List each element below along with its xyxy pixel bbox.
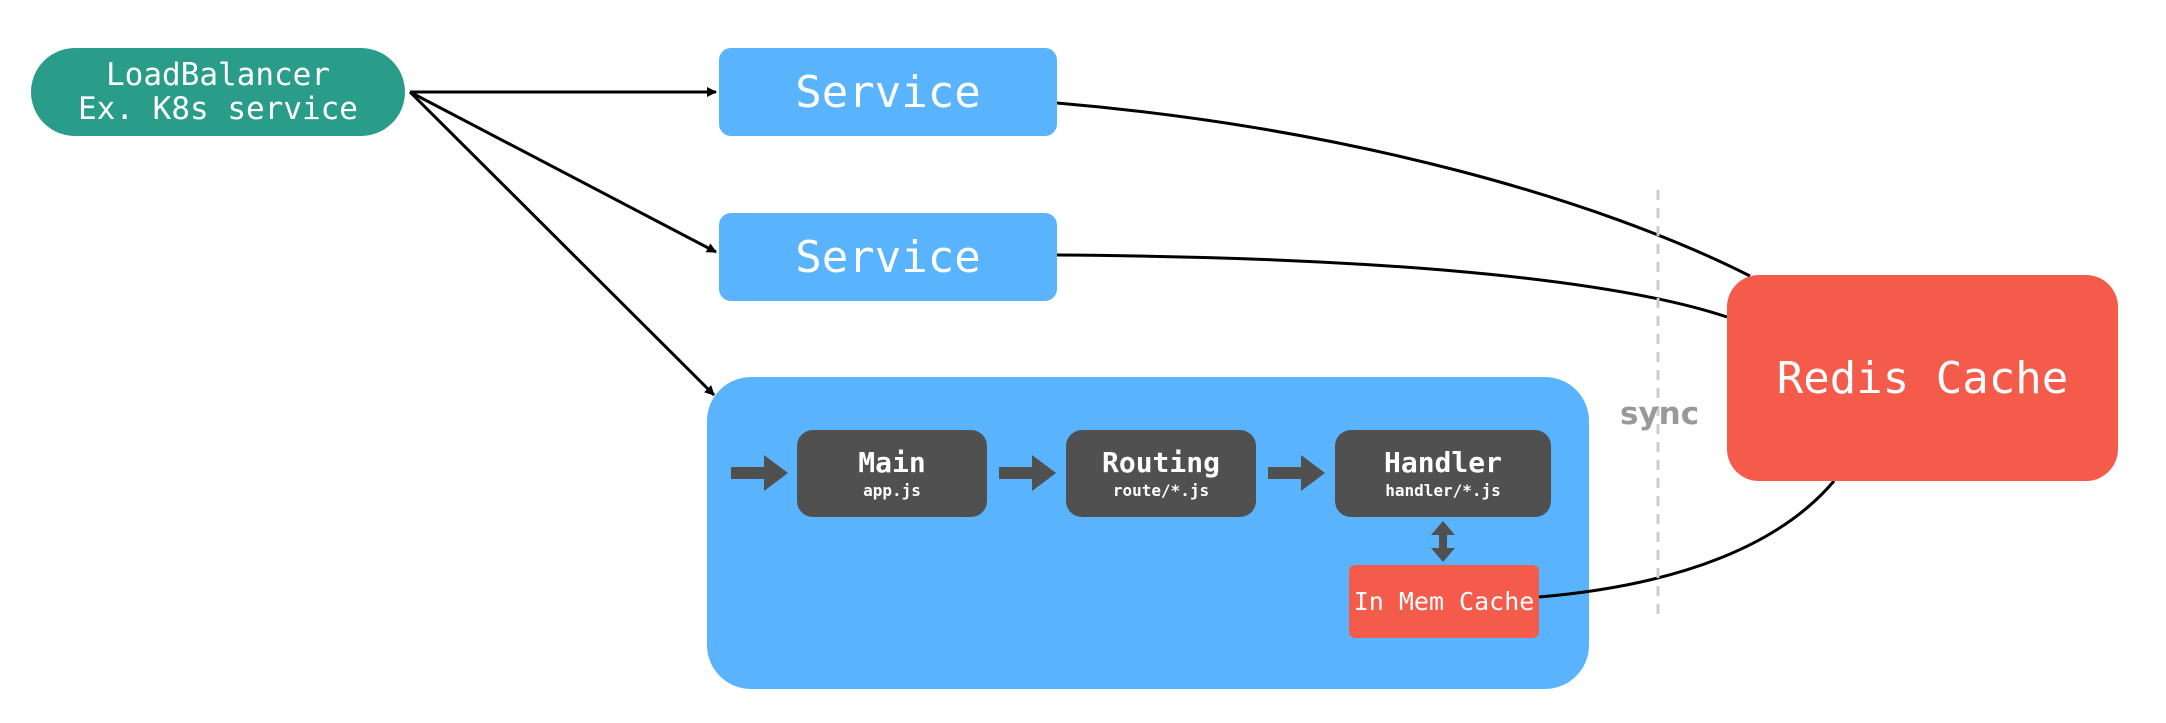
step-file: app.js — [863, 480, 921, 500]
routing-to-handler-arrow-icon — [1268, 455, 1325, 491]
main-to-routing-arrow-icon — [999, 455, 1056, 491]
redis-cache-node: Redis Cache — [1727, 275, 2118, 481]
load-balancer-node: LoadBalancer Ex. K8s service — [31, 48, 405, 136]
step-title: Main — [858, 445, 926, 479]
load-balancer-title: LoadBalancer — [106, 57, 330, 93]
step-file: route/*.js — [1112, 480, 1210, 500]
entry-arrow-icon — [731, 455, 788, 491]
pipeline-step-handler: Handler handler/*.js — [1335, 430, 1551, 517]
service-node-1: Service — [719, 48, 1057, 136]
pipeline-step-routing: Routing route/*.js — [1066, 430, 1256, 517]
step-file: handler/*.js — [1385, 480, 1501, 500]
link-service-1-redis — [1056, 101, 1751, 278]
step-title: Handler — [1383, 445, 1502, 479]
step-title: Routing — [1101, 445, 1220, 479]
arrow-lb-to-service-container — [408, 90, 716, 397]
link-service-2-redis — [1056, 253, 1728, 319]
arrow-lb-to-service-2 — [409, 90, 717, 254]
link-inmem-redis — [1538, 480, 1836, 599]
service-node-2: Service — [719, 213, 1057, 301]
load-balancer-subtitle: Ex. K8s service — [78, 91, 358, 127]
pipeline-step-main: Main app.js — [797, 430, 987, 517]
sync-label: sync — [1620, 396, 1700, 432]
handler-cache-double-arrow-icon — [1431, 521, 1455, 562]
in-mem-cache-node: In Mem Cache — [1349, 565, 1539, 638]
